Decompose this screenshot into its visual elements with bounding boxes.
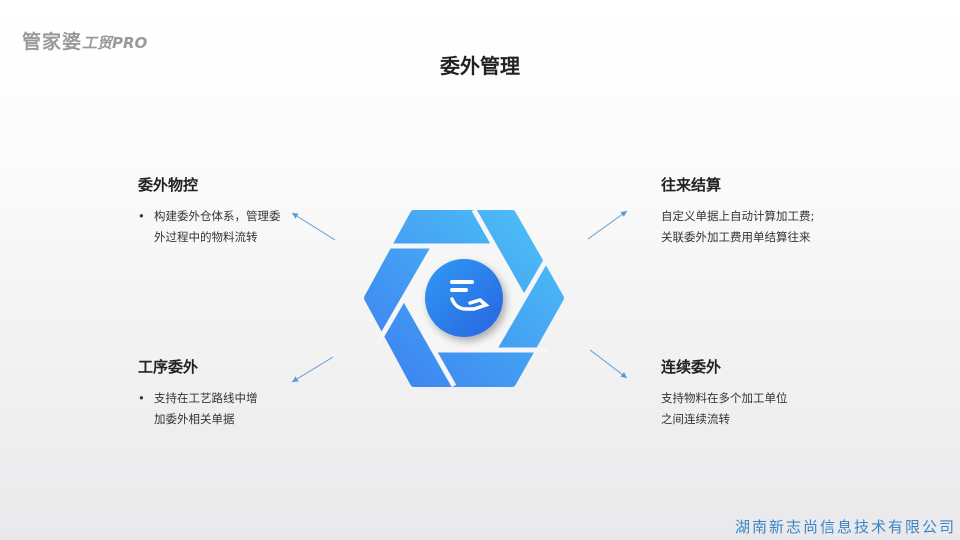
- desc-line: 支持在工艺路线中增: [154, 391, 258, 405]
- aperture-hexagon-icon: [364, 208, 564, 388]
- feature-desc: 支持物料在多个加工单位之间连续流转: [661, 388, 788, 430]
- arrow-top-left: [291, 212, 336, 241]
- arrows: [291, 210, 628, 383]
- hand-money-icon: [450, 280, 490, 311]
- feature-settlement: 往来结算 自定义单据上自动计算加工费; 关联委外加工费用单结算往来: [661, 174, 814, 248]
- feature-title: 委外物控: [138, 176, 199, 194]
- desc-line: 构建委外仓体系，管理委: [154, 209, 281, 223]
- feature-title: 往来结算: [661, 176, 722, 194]
- logo-product: 工贸PRO: [82, 34, 148, 52]
- company-name: 湖南新志尚信息技术有限公司: [734, 518, 956, 536]
- logo: 管家婆工贸PRO: [22, 27, 147, 54]
- arrow-bottom-right: [589, 349, 628, 379]
- page-title: 委外管理: [440, 54, 520, 78]
- feature-title: 工序委外: [138, 358, 199, 376]
- desc-line: 外过程中的物料流转: [154, 230, 258, 244]
- arrow-top-right: [587, 210, 628, 240]
- feature-title: 连续委外: [661, 358, 722, 376]
- desc-line: 加委外相关单据: [154, 412, 235, 426]
- feature-continuous-outsourcing: 连续委外 支持物料在多个加工单位之间连续流转: [661, 356, 788, 430]
- arrow-bottom-left: [291, 356, 334, 383]
- desc-line: 支持物料在多个加工单位: [661, 391, 788, 405]
- logo-brand: 管家婆: [22, 31, 83, 53]
- desc-line: 自定义单据上自动计算加工费;: [661, 209, 815, 223]
- feature-desc: 自定义单据上自动计算加工费; 关联委外加工费用单结算往来: [661, 206, 814, 248]
- desc-line: 之间连续流转: [661, 412, 730, 426]
- desc-line: 关联委外加工费用单结算往来: [661, 230, 811, 244]
